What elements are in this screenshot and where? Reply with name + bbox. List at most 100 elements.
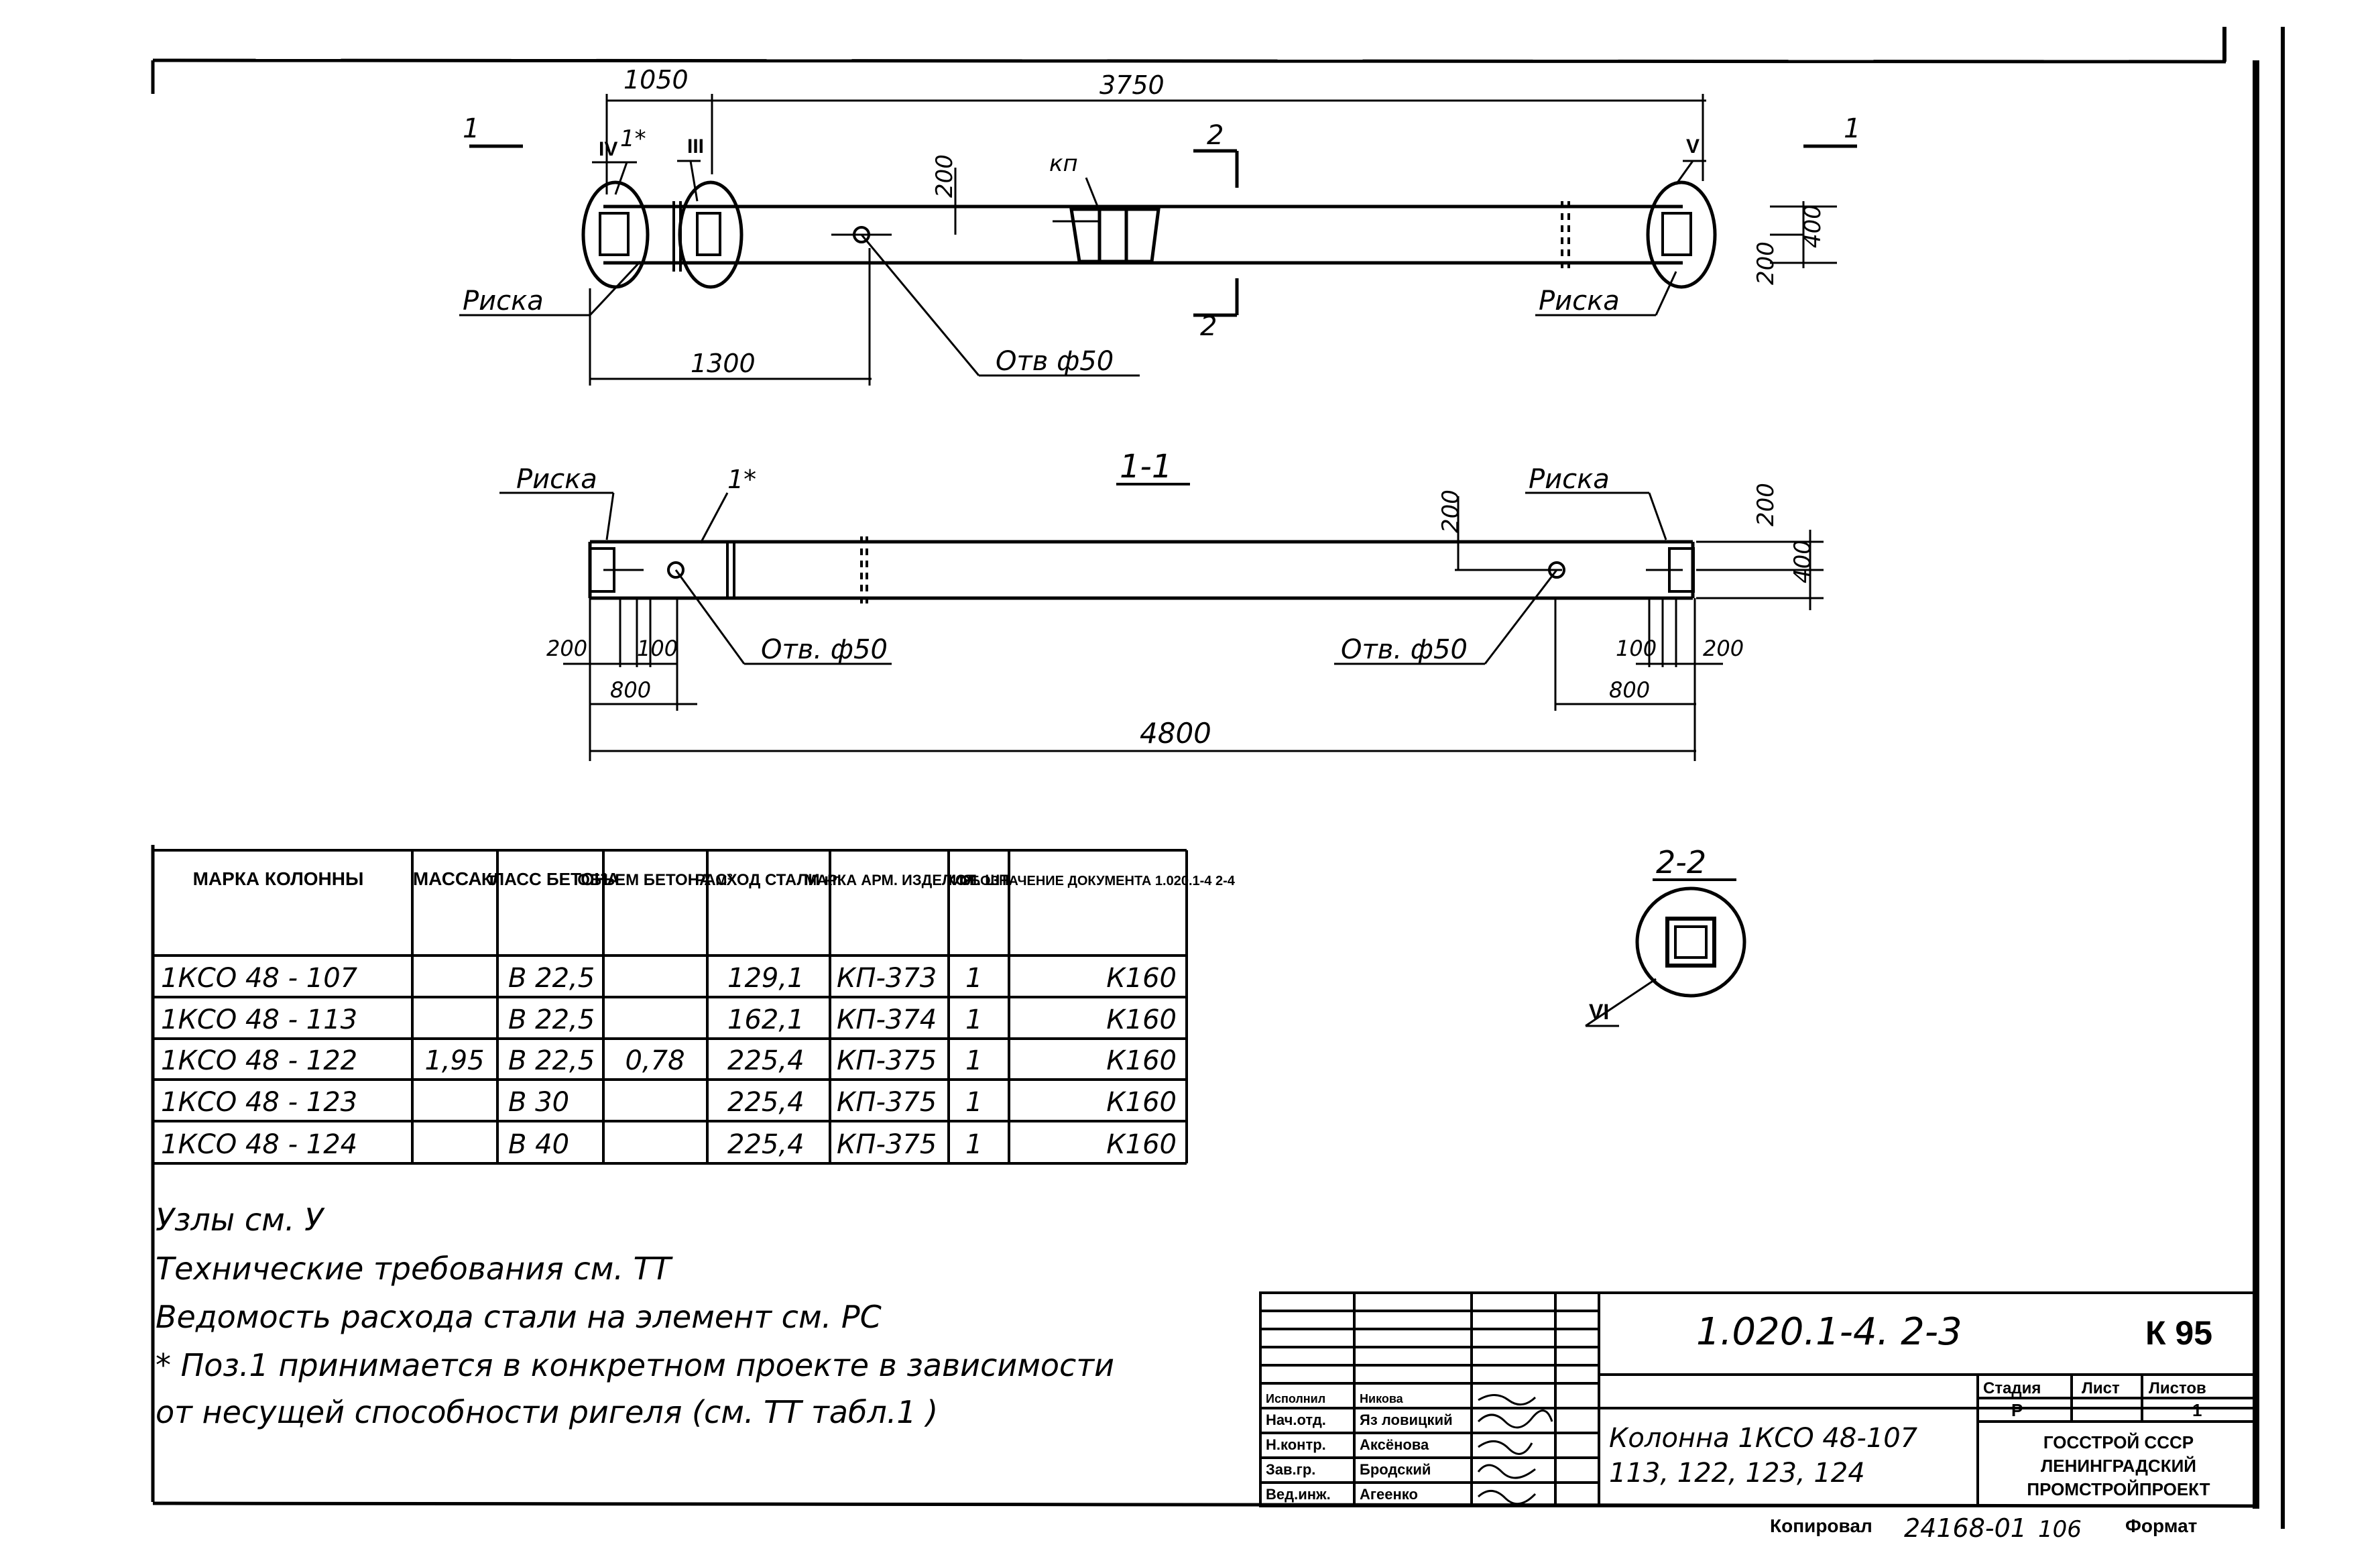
stage-value: Р: [2011, 1400, 2023, 1420]
hole-label-left: Отв. ф50: [761, 634, 888, 665]
section-riska-right: Риска: [1529, 464, 1610, 495]
signer-name: Бродский: [1360, 1461, 1431, 1478]
copied-label: Копировал: [1770, 1515, 1872, 1536]
row-class: В 22,5: [508, 1045, 595, 1076]
role-label: Нач.отд.: [1266, 1411, 1326, 1428]
node-V-label: V: [1686, 135, 1700, 158]
section-1-1-view: [499, 483, 1824, 761]
header-mark-line: МАРКА КОЛОННЫ: [193, 868, 364, 889]
role-label: Н.контр.: [1266, 1436, 1326, 1453]
header-mark: МАРКА КОЛОННЫ: [193, 868, 364, 889]
stage-label: Стадия: [1983, 1379, 2041, 1397]
copy-page: 106: [2038, 1516, 2082, 1543]
role-label: Исполнил: [1266, 1392, 1325, 1405]
row-class: В 30: [508, 1087, 569, 1118]
note-line: * Поз.1 принимается в конкретном проекте…: [156, 1347, 1114, 1383]
kp-part: [1069, 207, 1161, 264]
row-qty: 1: [965, 1129, 982, 1160]
node-III-oval: [678, 180, 743, 289]
row-mark: 1КСО 48 - 122: [161, 1045, 357, 1076]
row-steel: 225,4: [727, 1087, 805, 1118]
row-arm: КП-375: [837, 1087, 937, 1118]
row-qty: 1: [965, 963, 982, 994]
section-2-top-label: 2: [1207, 120, 1224, 151]
row-qty: 1: [965, 1087, 982, 1118]
row-class: В 40: [508, 1129, 569, 1160]
row-mark: 1КСО 48 - 124: [161, 1129, 357, 1160]
signer-name: Никова: [1360, 1392, 1404, 1405]
row-doc: К160: [1106, 1087, 1177, 1118]
dim-200-top: 200: [931, 154, 958, 198]
dim-800-right: 800: [1609, 677, 1650, 703]
pos-1star-label: 1*: [620, 125, 646, 152]
dim-800-left: 800: [610, 677, 651, 703]
hole-marker-left: [667, 561, 685, 579]
dim-100-left: 100: [637, 636, 678, 661]
dim-3750: 3750: [1099, 70, 1165, 100]
signer-name: Аксёнова: [1360, 1436, 1429, 1453]
row-arm: КП-373: [837, 963, 937, 994]
hole-label-right: Отв. ф50: [1341, 634, 1468, 665]
dim-400: 400: [1799, 205, 1826, 248]
header-steel: РАСХОД СТАЛИ кг.: [695, 871, 841, 889]
header-doc: ОБОЗНАЧЕНИЕ ДОКУМЕНТА 1.020.1-4 2-4: [960, 874, 1236, 888]
header-mass: МАССА т: [413, 868, 496, 889]
copy-number: 24168-01: [1904, 1513, 2027, 1543]
dim-200-right-bottom: 200: [1703, 636, 1744, 661]
hole-label-top: Отв ф50: [996, 346, 1114, 377]
section-1-right-label: 1: [1844, 113, 1860, 144]
volume-value: 0,78: [625, 1045, 685, 1076]
org-line-3: ПРОМСТРОЙПРОЕКТ: [2027, 1479, 2210, 1499]
dim-200-s11-top: 200: [1437, 489, 1464, 533]
row-steel: 129,1: [727, 963, 805, 994]
row-class: В 22,5: [508, 1004, 595, 1035]
dim-4800: 4800: [1140, 717, 1211, 750]
sheets-value: 1: [2192, 1400, 2202, 1420]
dim-400-s11: 400: [1789, 540, 1816, 583]
row-class: В 22,5: [508, 963, 595, 994]
section-2-bottom-label: 2: [1200, 311, 1217, 342]
node-IV-oval: [581, 180, 650, 289]
table-row: 1КСО 48 - 122 В 22,5 225,4 КП-375 1 К160: [161, 1045, 1177, 1076]
notes: Узлы см. У Технические требования см. ТТ…: [156, 1202, 1114, 1430]
element-description-2: 113, 122, 123, 124: [1609, 1458, 1865, 1489]
section-2-2-title: 2-2: [1656, 844, 1706, 880]
org-line-1: ГОССТРОЙ СССР: [2043, 1432, 2194, 1452]
node-IV-label: IV: [599, 138, 617, 160]
doc-code: 1.020.1-4. 2-3: [1696, 1310, 1962, 1354]
row-doc: К160: [1106, 1004, 1177, 1035]
table-row: 1КСО 48 - 124 В 40 225,4 КП-375 1 К160: [161, 1129, 1177, 1160]
sheet-label: Лист: [2082, 1379, 2120, 1397]
sheet-code: К 95: [2145, 1314, 2212, 1352]
section-1-1-title: 1-1: [1120, 448, 1172, 485]
section-pos-1star: 1*: [727, 465, 756, 494]
row-mark: 1КСО 48 - 113: [161, 1004, 357, 1035]
row-qty: 1: [965, 1004, 982, 1035]
role-label: Зав.гр.: [1266, 1461, 1315, 1478]
signatures: [1477, 1394, 1553, 1505]
kp-label: кп: [1049, 150, 1078, 177]
signer-name: Агеенко: [1360, 1486, 1418, 1503]
row-steel: 162,1: [727, 1004, 805, 1035]
signer-name: Яз ловицкий: [1360, 1411, 1453, 1428]
format-label: Формат: [2125, 1515, 2197, 1536]
node-VI-label: VI: [1589, 1000, 1609, 1024]
node-III-label: III: [687, 135, 704, 158]
plan-view-labels: 1050 3750 200 400 200 1300 1 1 2 2 IV II…: [463, 65, 1860, 378]
row-steel: 225,4: [727, 1045, 805, 1076]
header-class: КЛАСС БЕТОНА: [481, 869, 619, 889]
table-row: 1КСО 48 - 107 В 22,5 129,1 КП-373 1 К160: [161, 963, 1177, 994]
dim-100-right: 100: [1616, 636, 1657, 661]
dim-1300: 1300: [691, 349, 756, 378]
row-mark: 1КСО 48 - 123: [161, 1087, 357, 1118]
section-1-1-labels: 1-1 Риска Риска 1* Отв. ф50 Отв. ф50 480…: [516, 448, 1816, 750]
dim-1050: 1050: [623, 65, 689, 95]
header-volume: ОБЪЕМ БЕТОНА м³: [577, 871, 733, 889]
dim-200-left: 200: [546, 636, 587, 661]
header-qty: КОЛ. ШТ.: [947, 872, 1012, 888]
section-1-left-label: 1: [463, 113, 479, 144]
row-doc: К160: [1106, 1129, 1177, 1160]
org-line-2: ЛЕНИНГРАДСКИЙ: [2041, 1456, 2196, 1476]
section-riska-left: Риска: [516, 464, 597, 495]
